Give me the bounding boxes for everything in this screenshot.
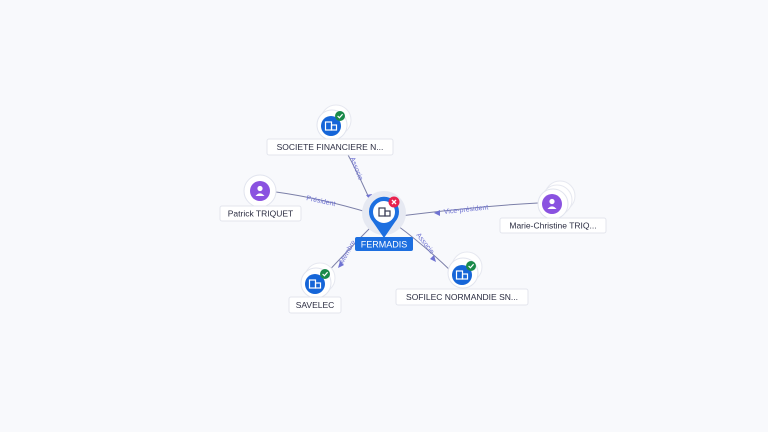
node-sav[interactable]: SAVELEC xyxy=(288,262,342,314)
node-label-box xyxy=(219,205,302,222)
edge-label-sav: Membre xyxy=(339,239,358,265)
node-mct[interactable]: Marie-Christine TRIQ... xyxy=(499,180,607,234)
person-icon xyxy=(547,198,557,209)
close-icon xyxy=(388,196,400,208)
node-label-box xyxy=(499,217,607,234)
edge-mct: Vice-président xyxy=(399,202,539,217)
node-label-sfn: SOCIETE FINANCIERE N... xyxy=(277,142,384,152)
edge-label-sfn: Associe xyxy=(348,156,364,181)
edge-label-mct: Vice-président xyxy=(443,204,488,216)
building-icon xyxy=(455,270,469,280)
node-sfn[interactable]: SOCIETE FINANCIERE N... xyxy=(266,104,394,156)
center-label: FERMADIS xyxy=(361,240,408,250)
building-icon xyxy=(308,279,322,289)
arrow-icon xyxy=(338,261,344,268)
edge-label-sns: Associe xyxy=(414,232,435,256)
node-label-pt: Patrick TRIQUET xyxy=(228,209,294,219)
node-label-box xyxy=(266,138,394,156)
node-sns[interactable]: SOFILEC NORMANDIE SN... xyxy=(395,251,529,306)
person-icon xyxy=(255,185,265,196)
center-node[interactable]: FERMADIS xyxy=(355,191,413,251)
arrow-icon xyxy=(430,255,436,262)
node-label-box xyxy=(395,288,529,306)
arrow-icon xyxy=(434,210,440,216)
node-pt[interactable]: Patrick TRIQUET xyxy=(219,174,302,222)
building-icon xyxy=(378,207,391,217)
building-icon xyxy=(324,121,338,131)
node-label-sav: SAVELEC xyxy=(296,300,335,310)
edge-label-pt: Président xyxy=(306,195,336,208)
node-label-box xyxy=(288,296,342,314)
node-label-mct: Marie-Christine TRIQ... xyxy=(509,221,596,231)
check-icon xyxy=(320,269,330,279)
center-label-box xyxy=(355,237,413,251)
node-label-sns: SOFILEC NORMANDIE SN... xyxy=(406,292,518,302)
check-icon xyxy=(335,111,345,121)
check-icon xyxy=(466,261,476,271)
